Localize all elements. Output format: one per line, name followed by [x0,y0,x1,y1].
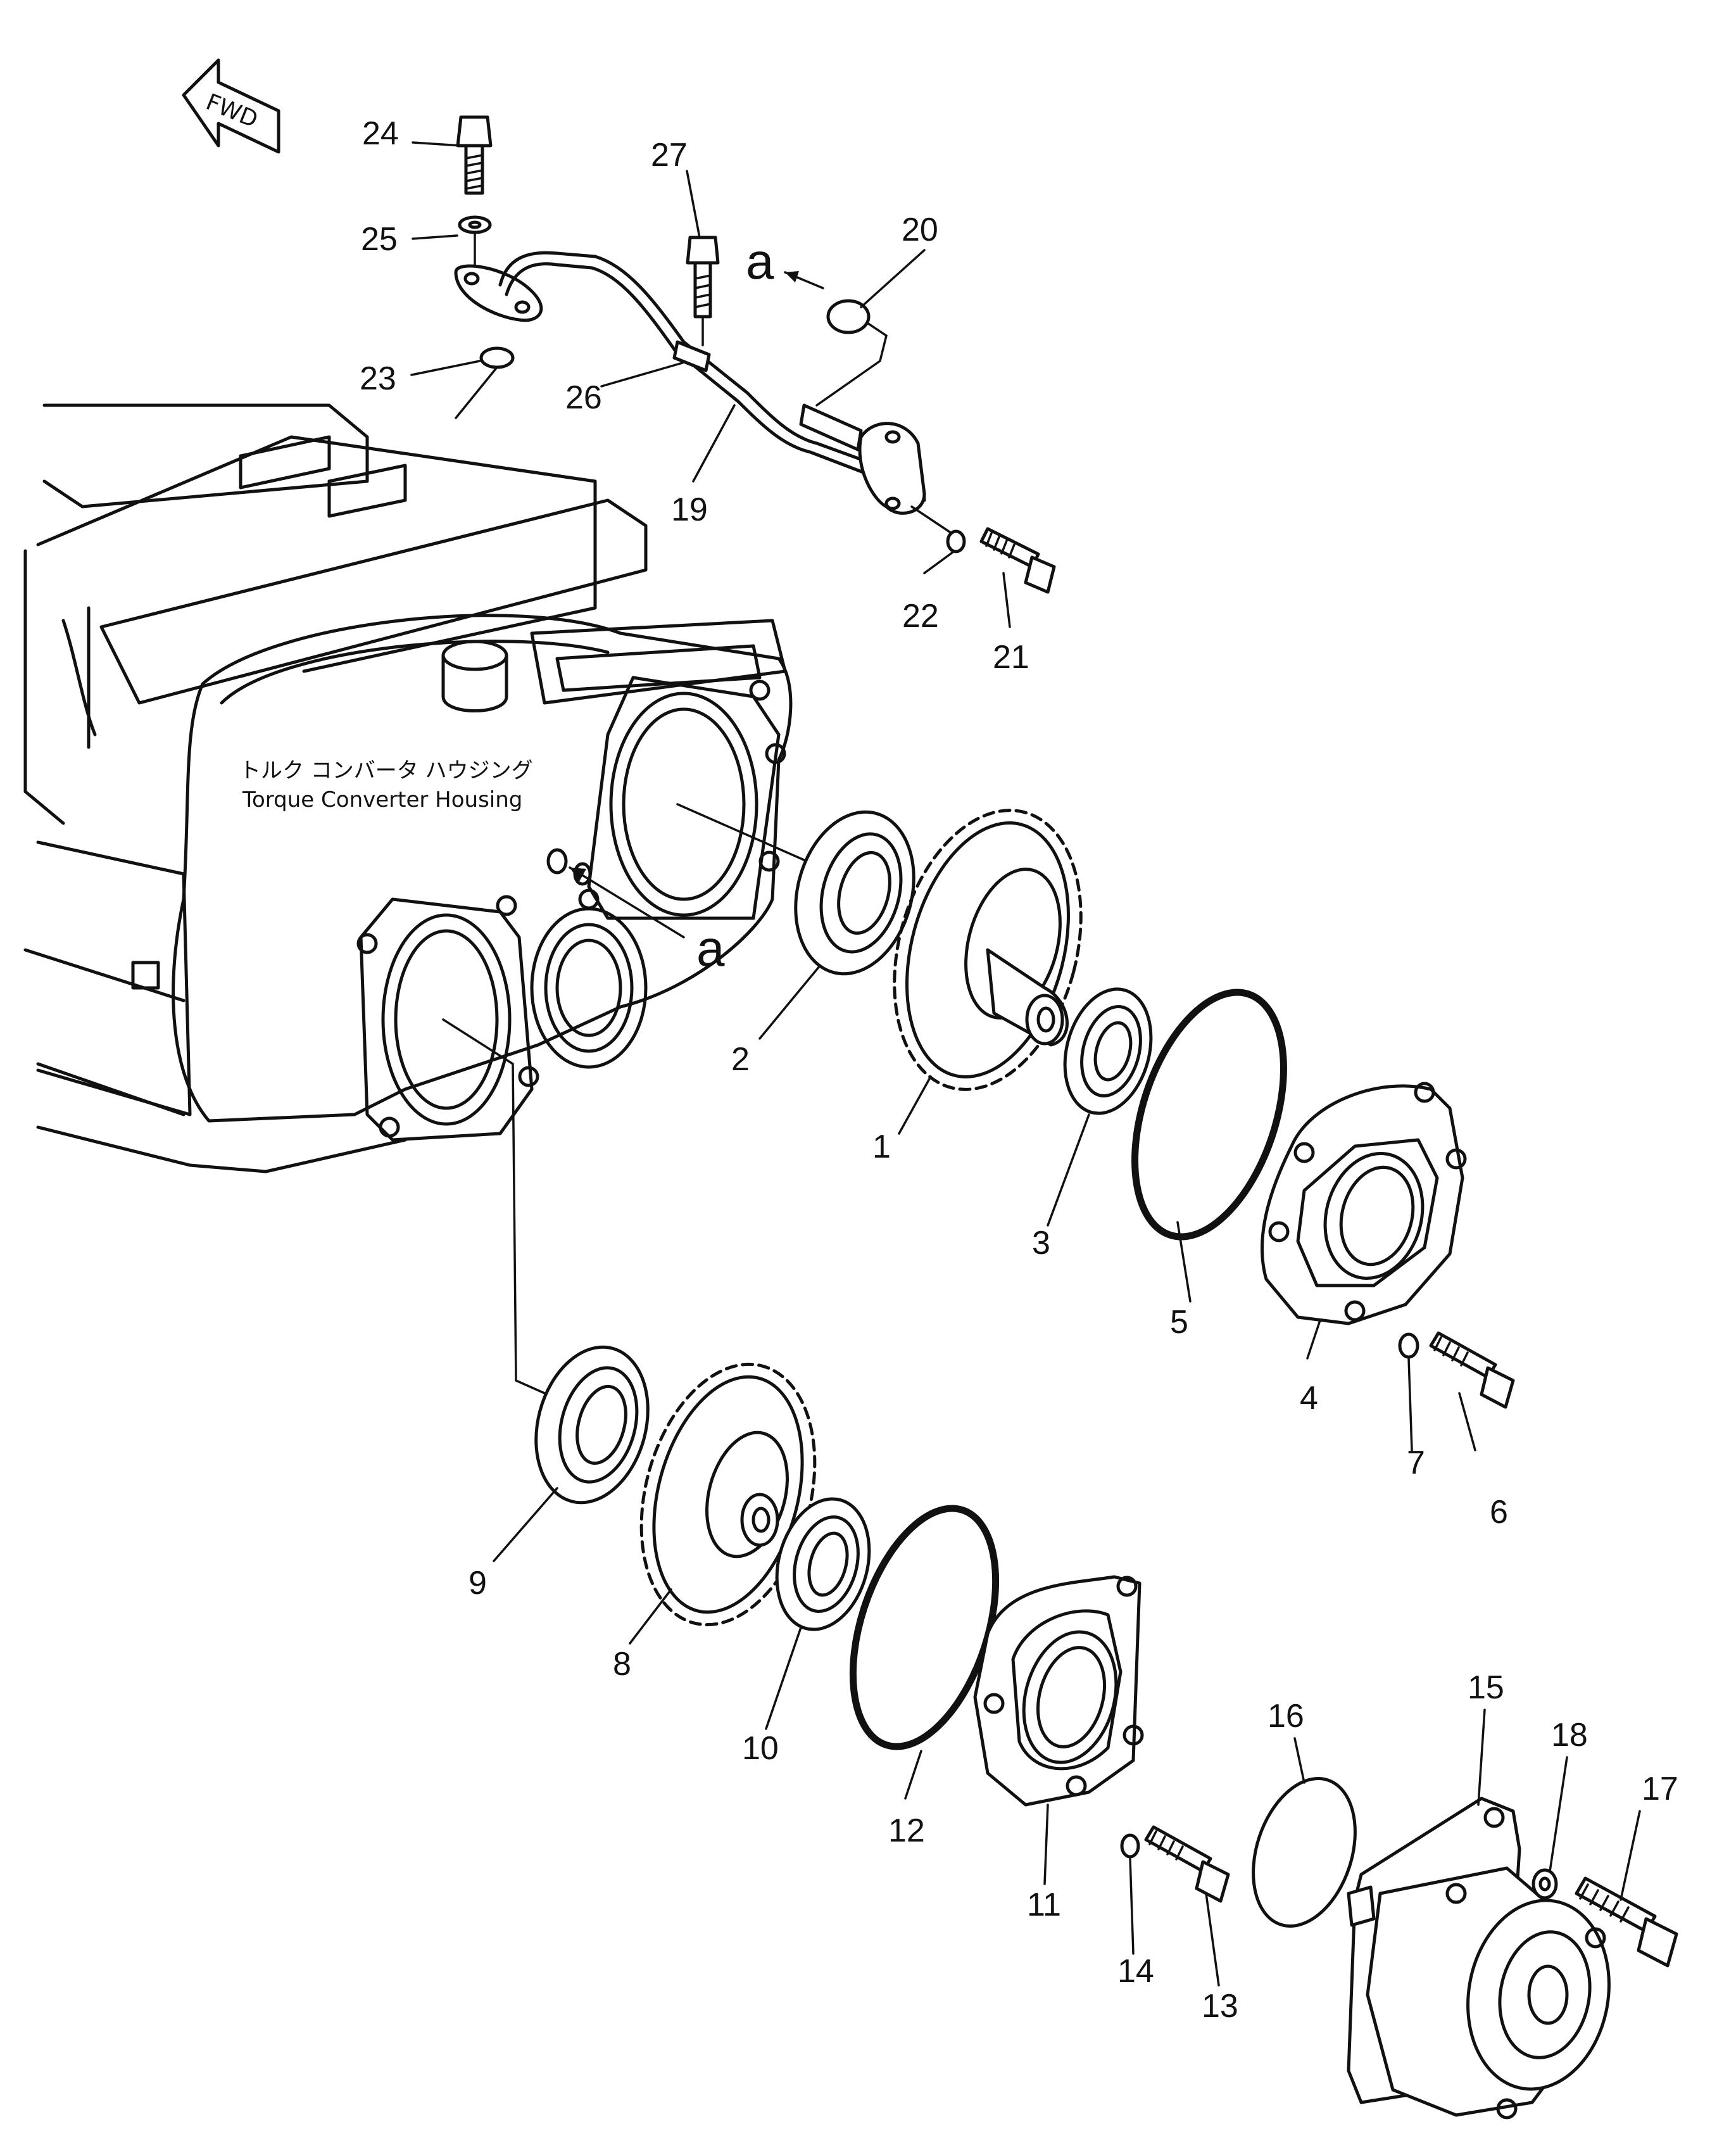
o-ring-5-icon [1131,989,1287,1241]
part-label-17: 17 [1642,1771,1678,1807]
part-label-16: 16 [1267,1698,1304,1735]
oil-pipe-assembly [454,115,1056,594]
part-label-3: 3 [1032,1225,1050,1261]
washer-14-icon [1120,1833,1140,1859]
part-label-5: 5 [1170,1304,1188,1341]
part-label-10: 10 [742,1730,779,1767]
washer-25-icon [458,215,492,234]
gear-8-icon [639,1362,817,1627]
o-ring-23-icon [479,346,515,369]
part-label-25: 25 [361,221,398,258]
upper-gear-train [676,803,1515,1409]
cover-4-icon [1261,1082,1467,1325]
part-label-18: 18 [1551,1717,1588,1754]
pump-15-icon [1347,1797,1611,2120]
bolt-13-icon [1144,1825,1230,1903]
bolt-6-icon [1429,1331,1515,1409]
o-ring-16-icon [1252,1777,1357,1928]
ref-letter-a-pipe: a [746,233,774,289]
part-label-4: 4 [1300,1380,1318,1417]
washer-7-icon [1398,1332,1419,1359]
part-label-2: 2 [731,1041,750,1078]
fwd-label: FWD [203,89,261,133]
part-label-20: 20 [902,212,938,248]
part-label-6: 6 [1490,1494,1508,1531]
fwd-arrow-icon: FWD [182,58,280,154]
part-label-26: 26 [565,379,602,416]
washer-22-icon [946,529,966,553]
lower-gear-train [442,1018,1678,2120]
part-label-8: 8 [613,1646,631,1683]
part-label-21: 21 [993,639,1029,676]
reference-a-housing: a [569,866,725,976]
washer-18-icon [1532,1868,1558,1900]
reference-a-pipe: a [746,233,774,289]
part-label-15: 15 [1468,1669,1504,1706]
ref-letter-a-housing: a [696,920,725,976]
bearing-9-icon [534,1345,650,1505]
part-label-11: 11 [1027,1886,1061,1923]
part-label-19: 19 [671,491,708,528]
bolt-27-icon [686,236,720,346]
part-label-12: 12 [888,1812,925,1849]
part-label-23: 23 [360,360,396,397]
pipe-flange-right [858,422,926,515]
part-label-13: 13 [1202,1988,1238,2025]
bearing-10-icon [775,1497,871,1631]
part-label-7: 7 [1407,1444,1425,1481]
part-label-1: 1 [872,1128,891,1165]
part-label-22: 22 [902,598,939,635]
torque-converter-housing: トルク コンバータ ハウジング Torque Converter Housing [23,403,793,1173]
bolt-24-icon [456,115,493,195]
housing-label-english: Torque Converter Housing [242,787,522,812]
clip-26-icon [672,340,711,372]
gear-1-icon [893,809,1083,1091]
part-label-9: 9 [469,1565,487,1602]
bolt-17-icon [1575,1876,1678,1968]
part-label-14: 14 [1117,1953,1154,1990]
o-ring-20-icon [826,299,871,334]
part-number-labels: 1 2 3 4 5 6 7 8 9 10 12 11 14 13 16 15 1… [360,115,1678,2025]
part-label-27: 27 [651,137,688,174]
bolt-21-icon [979,527,1056,594]
leader-lines [410,141,1641,1987]
cover-11-icon [973,1575,1144,1807]
bearing-3-icon [1063,987,1153,1115]
part-label-24: 24 [362,115,399,152]
housing-label-japanese: トルク コンバータ ハウジング [239,758,533,783]
